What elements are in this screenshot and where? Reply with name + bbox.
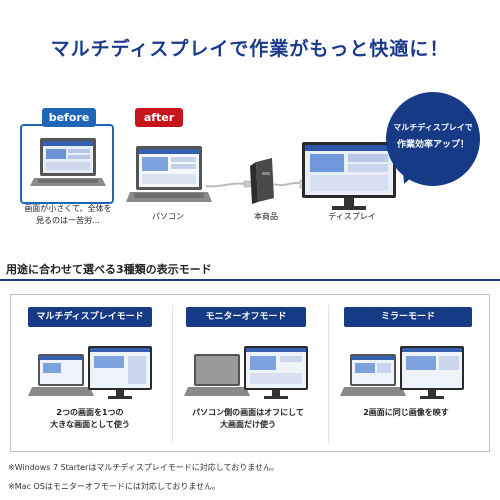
mode-desc-1-line2: 大きな画面として使う [50,420,130,429]
display-label: ディスプレイ [328,212,376,221]
mode-desc-multi-display: 2つの画面を1つの 大きな画面として使う [26,407,154,431]
mode-desc-monitor-off: パソコン側の画面はオフにして 大画面だけ使う [180,407,316,431]
mode-desc-3-line1: 2画面に同じ画像を映す [363,408,449,417]
pc-laptop-illustration [126,146,212,202]
mode-label-monitor-off: モニターオフモード [186,307,306,327]
pc-label: パソコン [152,212,184,221]
mode-separator-1 [172,305,173,443]
monitor-off-illustration [184,346,308,399]
section-title: 用途に合わせて選べる3種類の表示モード [6,263,212,276]
mirror-illustration [340,346,464,399]
note-mac-os: ※Mac OSはモニターオフモードには対応しておりません。 [8,482,221,491]
mode-separator-2 [328,305,329,443]
before-caption-line2: 見るのは一苦労… [36,216,100,225]
before-laptop-illustration [30,138,106,186]
mode-desc-2-line2: 大画面だけ使う [220,420,276,429]
display-monitor-illustration [302,142,396,210]
product-label: 本商品 [254,212,278,221]
after-tag: after [135,108,183,127]
mode-label-mirror: ミラーモード [344,307,472,327]
bubble-line1: マルチディスプレイで [393,123,473,132]
section-divider [0,279,500,281]
benefit-bubble: マルチディスプレイで 作業効率アップ！ [386,92,480,186]
bubble-line2: 作業効率アップ！ [396,140,469,150]
product-adapter-illustration [250,158,274,204]
mode-desc-2-line1: パソコン側の画面はオフにして [192,408,304,417]
multi-display-illustration [28,346,152,399]
before-caption-line1: 画面が小さくて、全体を [24,204,112,213]
before-tag: before [42,108,96,127]
mode-label-multi-display: マルチディスプレイモード [28,307,152,327]
page-headline: マルチディスプレイで作業がもっと快適に！ [50,38,450,60]
note-windows-starter: ※Windows 7 Starterはマルチディスプレイモードに対応しておりませ… [8,463,280,472]
mode-desc-mirror: 2画面に同じ画像を映す [340,407,472,419]
before-caption: 画面が小さくて、全体を 見るのは一苦労… [16,203,120,227]
mode-desc-1-line1: 2つの画面を1つの [56,408,124,417]
